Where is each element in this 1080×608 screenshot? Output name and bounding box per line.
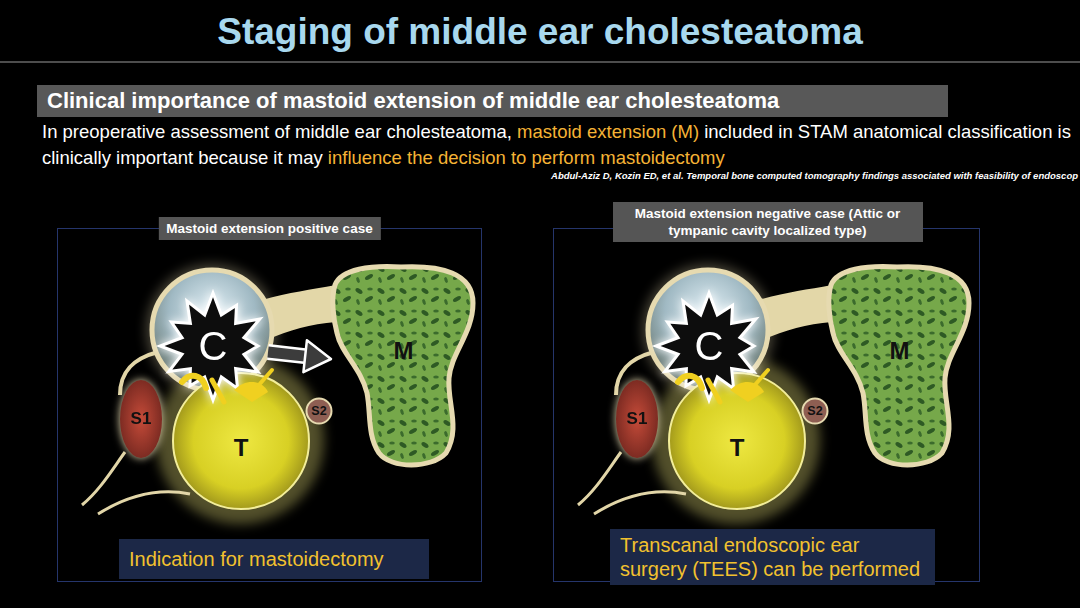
ear-canal-wall (82, 452, 125, 505)
citation: Abdul-Aziz D, Kozin ED, et al. Temporal … (551, 170, 1078, 181)
arrow-shaft-outline (268, 352, 307, 356)
tympanic-cavity: T (667, 371, 807, 511)
mastoid-air-cells: M (827, 263, 972, 471)
cholesteatoma-starburst: C (654, 291, 764, 401)
title-rule (0, 62, 1080, 63)
stapes-crus (258, 370, 272, 386)
highlight-text: influence the decision to perform mastoi… (328, 147, 725, 168)
tympanic-circle (669, 373, 805, 509)
s1-oval (616, 380, 658, 458)
incus (708, 380, 720, 402)
highlight-text: mastoid extension (M) (517, 121, 699, 142)
region-letter: T (730, 434, 745, 462)
ear-anatomy (578, 264, 832, 524)
tympanic-glow (652, 356, 820, 524)
s2-circle: S2 (801, 397, 829, 425)
case-panel: Mastoid extension negative case (Attic o… (553, 228, 980, 582)
panel-heading: Mastoid extension negative case (Attic o… (613, 202, 923, 242)
region-letter: T (234, 434, 249, 462)
s2-outline (803, 399, 828, 424)
ear-canal-wall (98, 492, 190, 514)
s2-circle: S2 (305, 397, 333, 425)
stapes (234, 382, 268, 402)
region-letter: S1 (131, 409, 152, 429)
extension-arrow (268, 340, 331, 372)
section-band: Clinical importance of mastoid extension… (37, 85, 948, 117)
stapes (730, 382, 764, 402)
ear-canal-wall (578, 452, 621, 505)
sinus-tympani-region: S1 (119, 379, 163, 459)
ear-anatomy (82, 264, 336, 524)
shape-outline (331, 263, 476, 471)
slide-title: Staging of middle ear cholesteatoma (0, 10, 1080, 54)
node-text: Clinical importance of mastoid extension… (47, 88, 779, 114)
s2-outline (307, 399, 332, 424)
ossicles (182, 370, 272, 402)
region-letter: C (199, 326, 228, 366)
region-letter: S1 (627, 409, 648, 429)
tympanic-circle (173, 373, 309, 509)
node-text: Indication for mastoidectomy (129, 547, 384, 571)
mastoid-outline (829, 267, 969, 465)
node-text: Transcanal endoscopic ear surgery (TEES)… (620, 533, 925, 581)
region-letter: S2 (807, 404, 822, 418)
tympanic-cavity: T (171, 371, 311, 511)
arrow-shaft (268, 352, 307, 356)
shape-outline (827, 263, 972, 471)
arrow-head (303, 340, 331, 372)
stapes-crus (754, 370, 768, 386)
region-letter: M (890, 337, 910, 365)
mastoid-outline (333, 267, 473, 465)
region-letter: M (394, 337, 414, 365)
s1-oval (120, 380, 162, 458)
incus (212, 380, 224, 402)
malleus (678, 376, 702, 388)
region-letter: S2 (311, 404, 326, 418)
region-letter: C (695, 326, 724, 366)
aditus-neck (758, 285, 832, 340)
panel-heading: Mastoid extension positive case (158, 217, 380, 240)
sinus-tympani-region: S1 (615, 379, 659, 459)
intro-paragraph: In preoperative assessment of middle ear… (42, 119, 1072, 171)
cholesteatoma-starburst: C (158, 291, 268, 401)
tympanic-glow (156, 356, 324, 524)
ossicles (678, 370, 768, 402)
malleus (182, 376, 206, 388)
ear-canal-wall (594, 492, 686, 514)
case-panel: Mastoid extension positive caseCTS1S2MIn… (57, 228, 482, 582)
aditus-neck (262, 285, 336, 340)
conclusion-box: Indication for mastoidectomy (119, 539, 429, 579)
conclusion-box: Transcanal endoscopic ear surgery (TEES)… (610, 529, 935, 585)
body-text: In preoperative assessment of middle ear… (42, 121, 512, 142)
mastoid-air-cells: M (331, 263, 476, 471)
